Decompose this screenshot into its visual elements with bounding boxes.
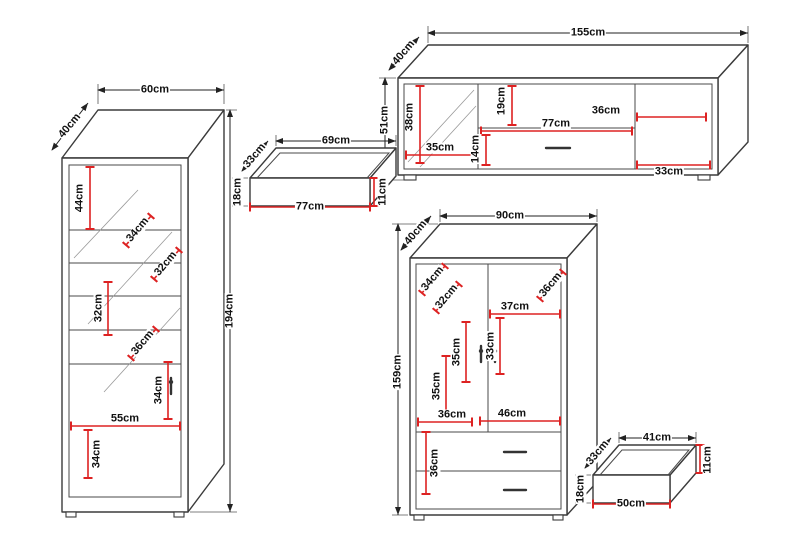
chest-inner-dim-6: 33cm bbox=[484, 330, 497, 362]
tvstand-height-dim: 51cm bbox=[378, 104, 391, 136]
drawer1-height-dim: 18cm bbox=[231, 176, 244, 208]
cabinet-inner-dim-1: 44cm bbox=[73, 182, 86, 214]
tvstand-inner-dim-5: 77cm bbox=[540, 117, 572, 130]
tvstand-inner-dimension-lines bbox=[405, 85, 711, 170]
drawer1-width-dim: 69cm bbox=[320, 134, 352, 147]
cabinet-inner-dim-7: 55cm bbox=[109, 412, 141, 425]
drawer2-front-width-dim: 50cm bbox=[615, 497, 647, 510]
cabinet-inner-dim-8: 34cm bbox=[90, 438, 103, 470]
tvstand-width-dim: 155cm bbox=[569, 26, 607, 39]
chest-inner-dim-4: 37cm bbox=[499, 300, 531, 313]
drawer2-height-dim: 18cm bbox=[574, 473, 587, 505]
tvstand-inner-dim-3: 35cm bbox=[424, 141, 456, 154]
drawer2-width-dim: 41cm bbox=[641, 431, 673, 444]
cabinet-inner-dim-4: 32cm bbox=[92, 292, 105, 324]
cabinet-inner-dim-6: 34cm bbox=[152, 374, 165, 406]
tvstand-top-face bbox=[397, 44, 749, 79]
display-cabinet bbox=[51, 84, 237, 518]
tv-stand bbox=[379, 26, 749, 181]
chest-height-dim: 159cm bbox=[391, 353, 404, 391]
chest-side-face bbox=[566, 223, 598, 516]
tvstand-inner-dim-7: 33cm bbox=[653, 165, 685, 178]
drawer2-front-height-dim: 11cm bbox=[701, 445, 714, 475]
cabinet-width-dim: 60cm bbox=[139, 83, 171, 96]
drawer1-front-height-dim: 11cm bbox=[376, 177, 389, 207]
chest-inner-dim-10: 36cm bbox=[428, 447, 441, 479]
chest-width-dim: 90cm bbox=[494, 209, 526, 222]
cabinet-side-face bbox=[187, 109, 225, 513]
chest-inner-dim-8: 36cm bbox=[436, 408, 468, 421]
tvstand-inner-dim-6: 36cm bbox=[590, 104, 622, 117]
drawer1-inner-rim bbox=[256, 152, 391, 179]
tvstand-inner-dim-2: 19cm bbox=[495, 85, 508, 117]
chest-inner-dim-5: 35cm bbox=[450, 336, 463, 368]
small-drawer-2 bbox=[575, 432, 705, 509]
tvstand-inner-dim-1: 38cm bbox=[403, 101, 416, 133]
chest-inner-dim-9: 46cm bbox=[496, 407, 528, 420]
chest-inner-dim-7: 35cm bbox=[430, 370, 443, 402]
chest-top-face bbox=[409, 223, 598, 259]
drawer2-inner-rim bbox=[599, 449, 691, 476]
tvstand-inner-dim-4: 14cm bbox=[469, 133, 482, 165]
chest bbox=[392, 209, 598, 521]
drawer1-front-width-dim: 77cm bbox=[294, 200, 326, 213]
cabinet-height-dim: 194cm bbox=[223, 292, 236, 330]
